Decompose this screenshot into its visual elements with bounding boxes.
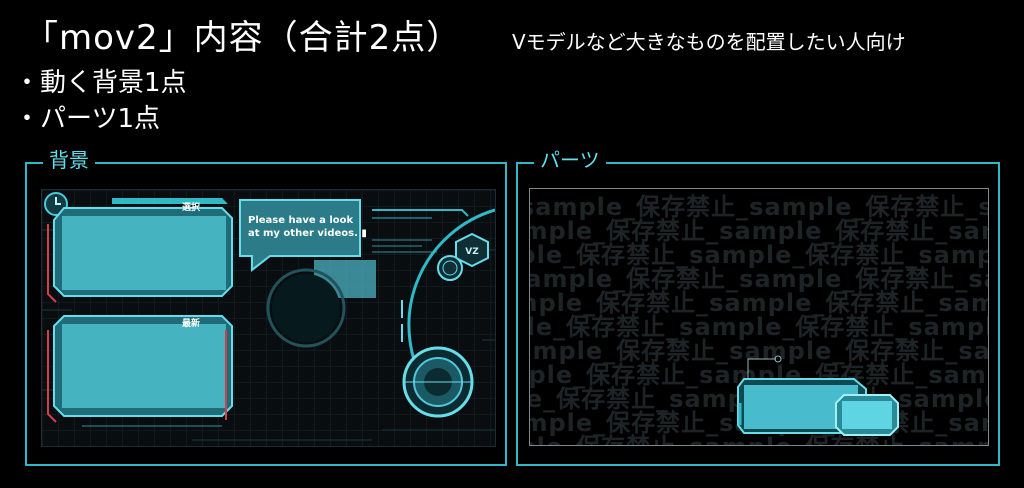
hud-background-graphic: VZ — [42, 190, 495, 446]
parts-preview-image: sample_保存禁止_sample_保存禁止_sample_保存禁止_samp… — [529, 188, 989, 446]
parts-panel: パーツ sample_保存禁止_sample_保存禁止_sample_保存禁止_… — [516, 148, 1000, 466]
content-item-background: ・動く背景1点 — [14, 68, 187, 98]
vz-circle-icon — [437, 255, 463, 281]
watermark-row: sample_保存禁止_sample_保存禁止_sample_保存禁止_samp… — [530, 289, 988, 317]
page-subtitle: Vモデルなど大きなものを配置したい人向け — [512, 30, 906, 54]
watermark-row: sample_保存禁止_sample_保存禁止_sample_保存禁止_samp… — [529, 193, 988, 221]
background-panel-label: 背景 — [43, 148, 95, 172]
watermark-row: sample_保存禁止_sample_保存禁止_sample_保存禁止_samp… — [529, 265, 988, 293]
speech-bubble-text: Please have a look at my other videos. ▮ — [248, 215, 367, 239]
watermark-row: sample_保存禁止_sample_保存禁止_sample_保存禁止_samp… — [529, 217, 988, 245]
panel-tag-select: 選択 — [182, 203, 201, 213]
page-title: 「mov2」内容（合計2点） — [24, 18, 462, 58]
background-panel: 背景 — [25, 148, 507, 466]
background-preview-image: VZ Please have a look at my other videos… — [41, 189, 496, 447]
hud-frame-parts-graphic — [737, 355, 899, 436]
panel-tag-latest: 最新 — [182, 319, 201, 329]
content-item-parts: ・パーツ1点 — [14, 104, 161, 134]
watermark-row: sample_保存禁止_sample_保存禁止_sample_保存禁止_samp… — [530, 313, 988, 341]
watermark-row: sample_保存禁止_sample_保存禁止_sample_保存禁止_samp… — [530, 241, 988, 269]
svg-text:VZ: VZ — [465, 247, 479, 257]
vz-badge-icon — [455, 232, 489, 268]
watermark-row: sample_保存禁止_sample_保存禁止_sample_保存禁止_samp… — [529, 337, 989, 365]
parts-panel-label: パーツ — [534, 148, 606, 172]
